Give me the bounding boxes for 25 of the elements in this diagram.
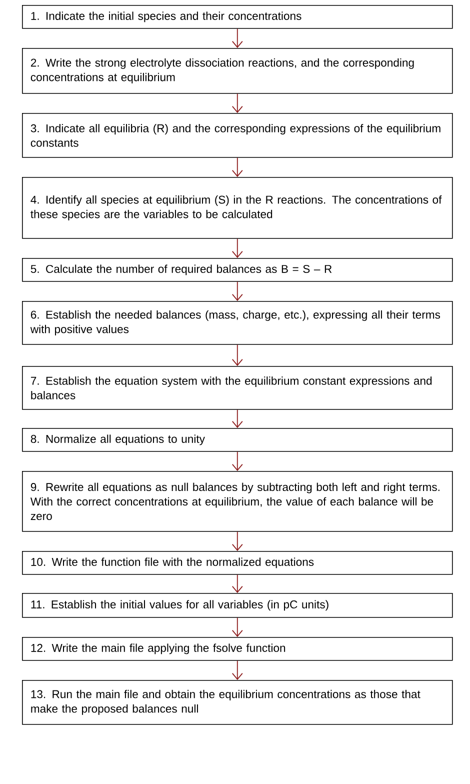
arrow — [232, 617, 243, 637]
arrow — [232, 93, 243, 113]
arrow — [232, 238, 243, 258]
arrow — [232, 28, 243, 48]
arrow — [232, 574, 243, 593]
arrow — [232, 157, 243, 177]
arrow — [232, 281, 243, 301]
step-box: 2. Write the strong electrolyte dissociation reactions, and the corresponding concentrations at equilibrium — [22, 48, 453, 94]
arrow — [232, 409, 243, 428]
step-box: 1. Indicate the initial species and their concentrations — [22, 5, 453, 29]
step-box: 3. Indicate all equilibria (R) and the corresponding expressions of the equilibrium constants — [22, 113, 453, 158]
step-box: 8. Normalize all equations to unity — [22, 428, 453, 452]
step-box: 11. Establish the initial values for all variables (in pC units) — [22, 593, 453, 618]
step-box: 13. Run the main file and obtain the equilibrium concentrations as those that make the proposed balances null — [22, 680, 453, 725]
arrow — [232, 660, 243, 680]
arrow — [232, 344, 243, 366]
step-box: 12. Write the main file applying the fsolve function — [22, 637, 453, 661]
step-box: 4. Identify all species at equilibrium (S) in the R reactions. The concentrations of these species are the variables to be calculated — [22, 177, 453, 239]
step-box: 10. Write the function file with the normalized equations — [22, 551, 453, 575]
step-box: 6. Establish the needed balances (mass, charge, etc.), expressing all their terms with positive values — [22, 301, 453, 345]
arrow — [232, 531, 243, 551]
step-box: 5. Calculate the number of required balances as B = S – R — [22, 258, 453, 282]
step-box: 9. Rewrite all equations as null balances by subtracting both left and right terms. With the correct concentrations at equilibrium, the value of each balance will be zero — [22, 471, 453, 532]
step-box: 7. Establish the equation system with the equilibrium constant expressions and balances — [22, 366, 453, 410]
arrow — [232, 451, 243, 471]
